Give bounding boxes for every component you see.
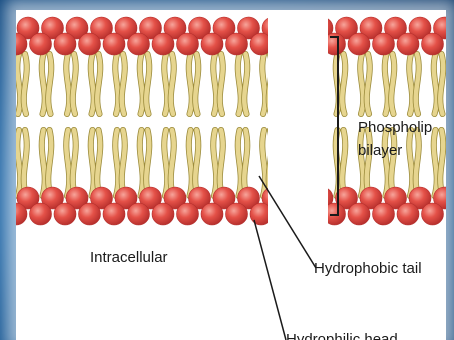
lipid-head	[348, 33, 370, 55]
hydrophilic-head-label: Hydrophilic head	[286, 331, 398, 340]
lipid-head	[54, 203, 76, 225]
hydrophobic-tail-label: Hydrophobic tail	[314, 260, 422, 277]
lipid-head	[30, 33, 52, 55]
bilayer-label-line1: Phospholip	[358, 119, 432, 136]
lipid-head	[79, 33, 101, 55]
top-leaflet-heads	[16, 17, 446, 55]
lipid-head	[152, 33, 174, 55]
membrane-diagram: Phospholip bilayerIntracellularHydrophobi…	[16, 10, 446, 340]
lipid-head	[422, 33, 444, 55]
lipid-head	[103, 33, 125, 55]
lipid-head	[397, 33, 419, 55]
bottom-leaflet-heads	[16, 187, 446, 225]
lipid-head	[348, 203, 370, 225]
lipid-head	[177, 203, 199, 225]
bottom-leaflet-tails	[17, 130, 443, 196]
lipid-head	[226, 203, 248, 225]
lipid-head	[128, 203, 150, 225]
lipid-head	[422, 203, 444, 225]
bilayer-label-line2: bilayer	[358, 142, 402, 159]
lipid-head	[152, 203, 174, 225]
lipid-head	[103, 203, 125, 225]
intracellular-label: Intracellular	[90, 249, 168, 266]
lipid-head	[54, 33, 76, 55]
lipid-head	[177, 33, 199, 55]
lipid-head	[226, 33, 248, 55]
lipid-head	[201, 203, 223, 225]
lipid-head	[79, 203, 101, 225]
top-leaflet-tails	[17, 54, 443, 114]
lipid-head	[373, 203, 395, 225]
lipid-head	[397, 203, 419, 225]
lipid-head	[30, 203, 52, 225]
lipid-head	[201, 33, 223, 55]
diagram-panel: Phospholip bilayerIntracellularHydrophobi…	[16, 10, 446, 340]
lipid-head	[128, 33, 150, 55]
lipid-head	[373, 33, 395, 55]
